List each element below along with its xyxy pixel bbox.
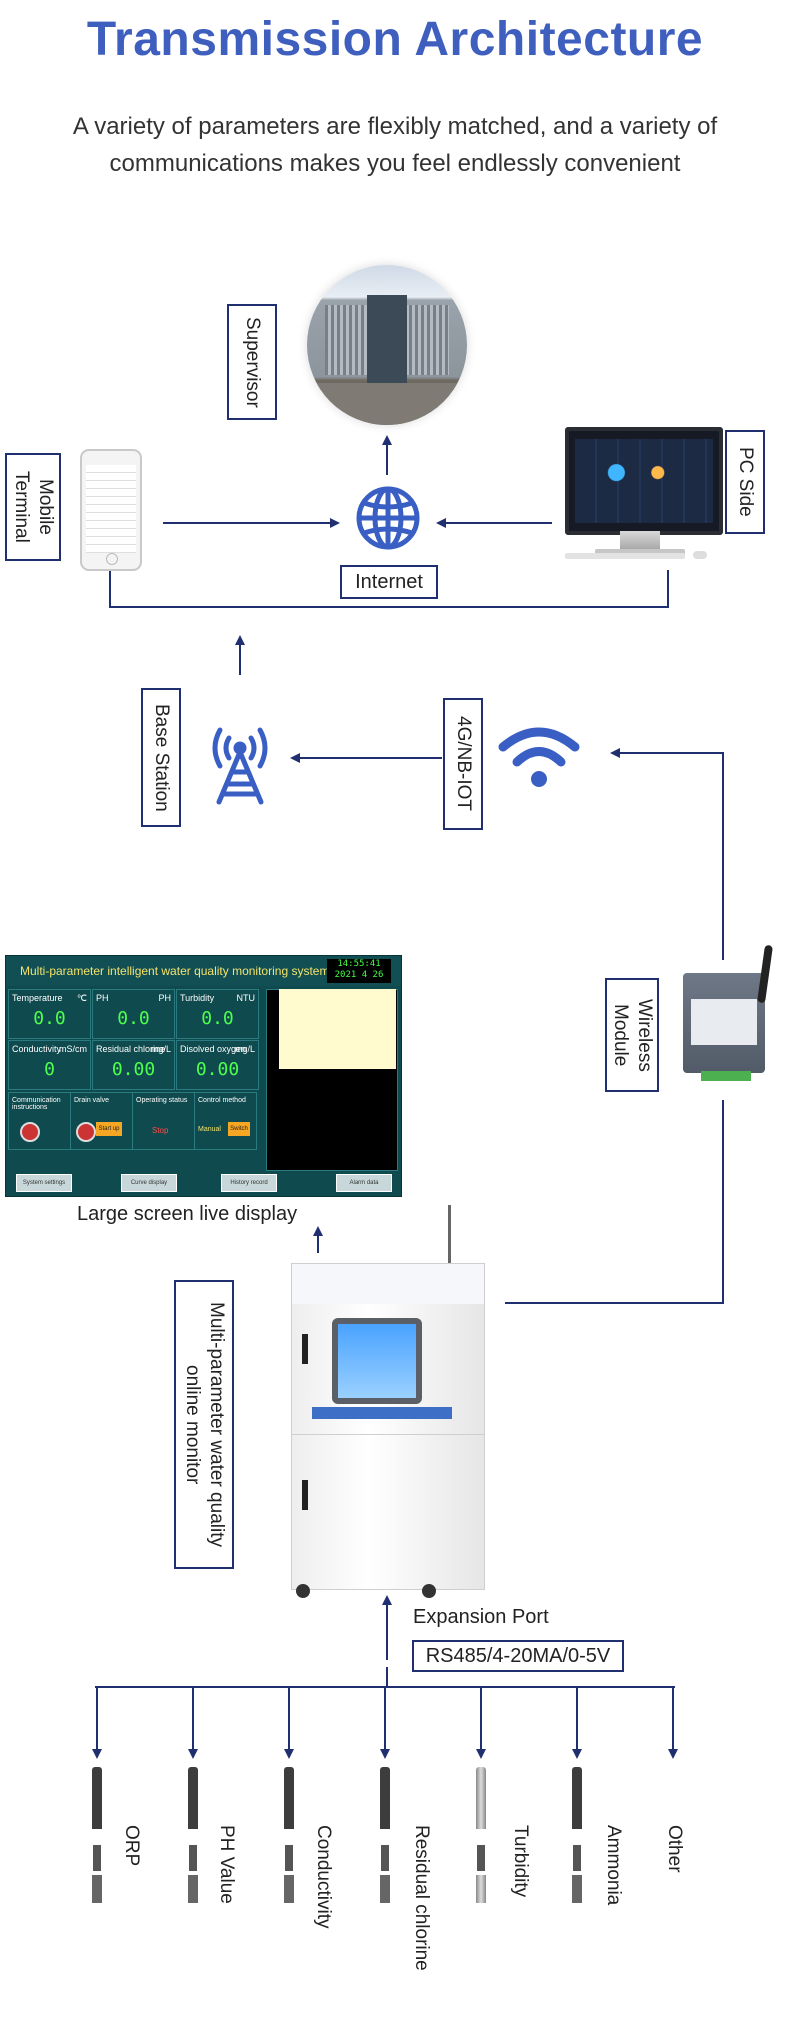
- data-table: [279, 989, 396, 1069]
- keyboard-icon: [565, 553, 685, 559]
- wifi-icon: [498, 727, 580, 787]
- line-mobile-pc: [109, 570, 669, 608]
- cabinet-antenna: [448, 1205, 451, 1265]
- page-title: Transmission Architecture: [86, 13, 704, 66]
- alarm-data-button[interactable]: Alarm data: [336, 1174, 392, 1192]
- supervisor-building-image: [307, 265, 467, 425]
- status-text: Stop: [152, 1126, 169, 1135]
- network-label: 4G/NB-IOT: [453, 716, 474, 812]
- monitor-label-box: Multi-parameter water quality online mon…: [174, 1280, 234, 1569]
- comm-indicator-icon: [20, 1122, 40, 1142]
- history-record-button[interactable]: History record: [221, 1174, 277, 1192]
- system-settings-button[interactable]: System settings: [16, 1174, 72, 1192]
- cell-tower-icon: [212, 727, 268, 805]
- water-quality-monitor-cabinet: [291, 1263, 485, 1590]
- monitor-stand: [620, 531, 660, 549]
- wireless-module-label: Wireless Module: [610, 998, 655, 1072]
- supervisor-label-box: Supervisor: [227, 304, 277, 420]
- control-method: Control method: [194, 1092, 257, 1150]
- monitor-label: Multi-parameter water quality online mon…: [182, 1302, 227, 1547]
- mobile-terminal-label: Mobile Terminal: [11, 471, 56, 543]
- mobile-terminal-label-box: Mobile Terminal: [5, 453, 61, 561]
- line-monitor-to-module: [505, 1100, 724, 1304]
- pc-side-label-box: PC Side: [725, 430, 765, 534]
- cabinet-wheel: [422, 1584, 436, 1598]
- method-text: Manual: [198, 1126, 221, 1133]
- monitor-base: [595, 549, 685, 555]
- sensor-residual-chlorine-label: Residual chlorine: [411, 1825, 432, 1971]
- sensor-other-label: Other: [664, 1825, 685, 1873]
- drain-start-button[interactable]: Start up: [96, 1122, 122, 1136]
- globe-icon: [356, 486, 420, 550]
- drain-indicator-icon: [76, 1122, 96, 1142]
- wireless-module-label-box: Wireless Module: [605, 978, 659, 1092]
- supervisor-label: Supervisor: [242, 316, 263, 408]
- curve-display-button[interactable]: Curve display: [121, 1174, 177, 1192]
- cabinet-wheel: [296, 1584, 310, 1598]
- control-operating-status: Operating status: [132, 1092, 195, 1150]
- panel-clock: 14:55:41 2021 4 26: [327, 959, 391, 983]
- pc-monitor-icon: [565, 427, 723, 535]
- switch-button[interactable]: Switch: [228, 1122, 250, 1136]
- dtu-device-image: [683, 944, 773, 1081]
- sensor-ph-label: PH Value: [216, 1825, 237, 1904]
- sensor-ammonia-label: Ammonia: [603, 1825, 624, 1906]
- internet-label: Internet: [340, 565, 438, 599]
- sensor-orp-label: ORP: [121, 1825, 142, 1867]
- network-label-box: 4G/NB-IOT: [443, 698, 483, 830]
- live-display-panel: Multi-parameter intelligent water qualit…: [5, 955, 402, 1197]
- pc-side-label: PC Side: [735, 447, 756, 517]
- base-station-label: Base Station: [151, 703, 172, 812]
- sensor-conductivity-label: Conductivity: [313, 1825, 334, 1929]
- phone-icon: [80, 449, 142, 571]
- control-communication: Communication instructions: [8, 1092, 71, 1150]
- base-station-label-box: Base Station: [141, 688, 181, 827]
- live-display-label: Large screen live display: [77, 1203, 298, 1225]
- control-drain-valve: Drain valve: [70, 1092, 133, 1150]
- sensor-turbidity-label: Turbidity: [510, 1825, 531, 1898]
- arrow-module-to-wifi: [610, 748, 724, 960]
- signal-types-label: RS485/4-20MA/0-5V: [412, 1640, 624, 1672]
- page-subtitle: A variety of parameters are flexibly mat…: [72, 113, 718, 177]
- expansion-port-label: Expansion Port: [413, 1606, 549, 1628]
- mouse-icon: [693, 551, 707, 559]
